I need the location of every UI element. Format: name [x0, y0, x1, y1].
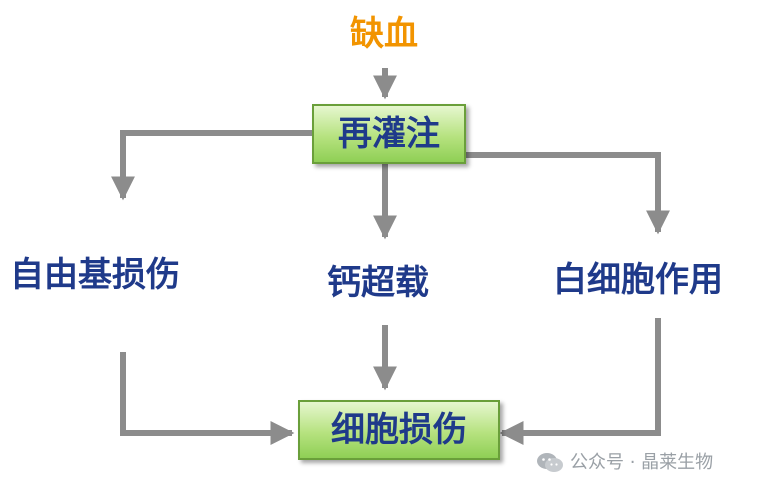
- node-reperfusion: 再灌注: [312, 104, 466, 164]
- arrow-reperfusion-to-free-radical: [111, 130, 312, 201]
- arrow-leukocyte-to-cell-injury: [499, 318, 661, 445]
- arrow-reperfusion-to-leukocyte: [465, 152, 670, 235]
- wechat-icon: [537, 453, 563, 472]
- watermark: 公众号 · 晶莱生物: [536, 452, 713, 474]
- node-leukocyte-action: 白细胞作用: [553, 260, 723, 300]
- node-free-radical-injury: 自由基损伤: [10, 255, 180, 295]
- node-cell-injury: 细胞损伤: [298, 400, 500, 460]
- watermark-text: 公众号 · 晶莱生物: [570, 452, 714, 473]
- node-ischemia: 缺血: [350, 14, 418, 54]
- arrow-free-radical-to-cell-injury: [120, 352, 295, 445]
- node-calcium-overload: 钙超载: [327, 263, 429, 303]
